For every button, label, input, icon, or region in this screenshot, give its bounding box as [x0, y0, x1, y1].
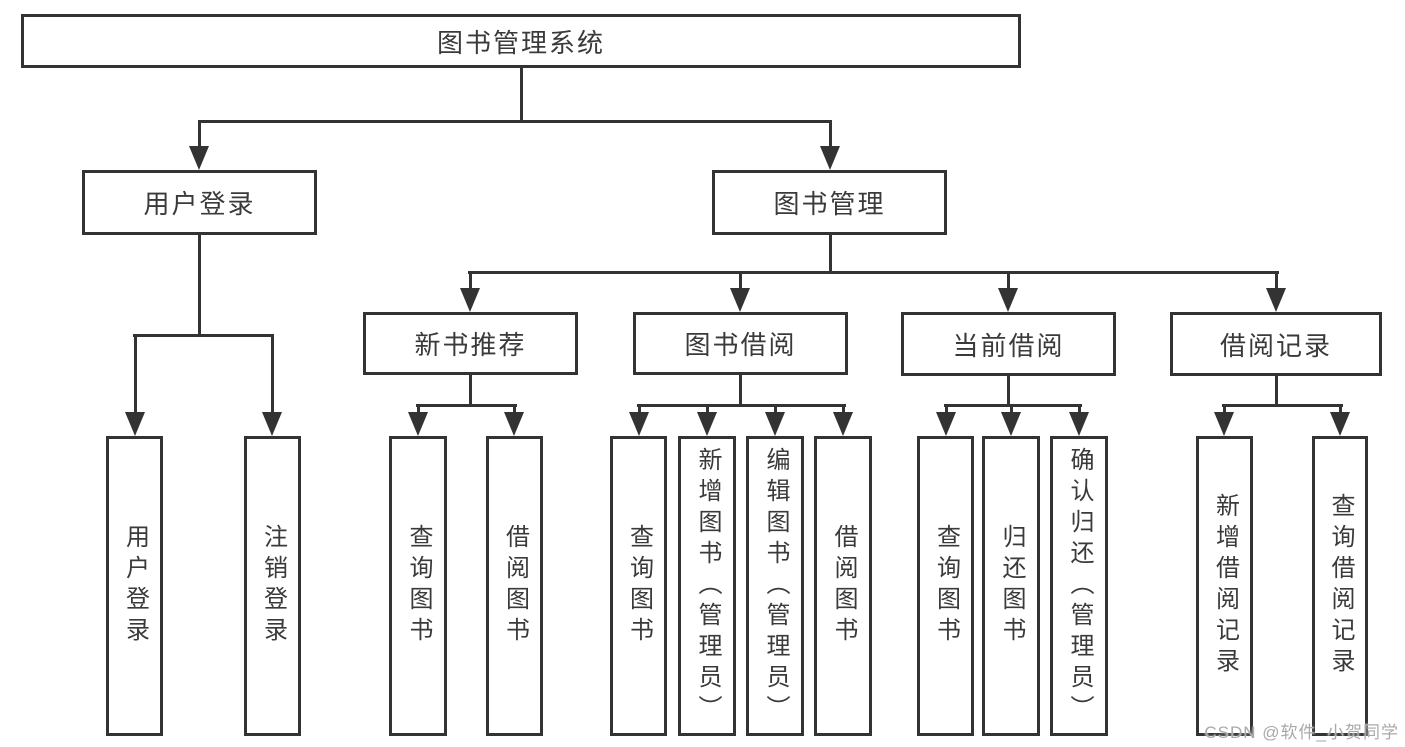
connector-vline — [469, 375, 472, 407]
leaf-borrow-book-borrowing-label: 借阅图书 — [830, 524, 857, 648]
node-new-book-recommend-label: 新书推荐 — [414, 330, 527, 360]
arrowhead-down-icon — [460, 288, 480, 312]
arrowhead-down-icon — [629, 412, 649, 436]
arrowhead-down-icon — [765, 412, 785, 436]
arrowhead-down-icon — [125, 412, 145, 436]
connector-vline — [706, 404, 709, 414]
node-root: 图书管理系统 — [21, 14, 1021, 68]
connector-hline — [133, 334, 274, 337]
node-root-label: 图书管理系统 — [436, 27, 605, 58]
arrowhead-down-icon — [936, 412, 956, 436]
node-book-management-label: 图书管理 — [773, 189, 886, 219]
connector-vline — [1007, 271, 1010, 288]
arrowhead-down-icon — [820, 146, 840, 170]
arrowhead-down-icon — [1266, 288, 1286, 312]
connector-vline — [134, 334, 137, 412]
connector-vline — [829, 120, 832, 146]
csdn-watermark: CSDN @软件_小贺同学 — [1204, 723, 1399, 742]
leaf-borrow-book-recommend-label: 借阅图书 — [501, 524, 529, 648]
arrowhead-down-icon — [730, 288, 750, 312]
leaf-add-book-admin-label: 新增图书（管理员） — [694, 446, 721, 726]
leaf-add-book-admin: 新增图书（管理员） — [678, 436, 736, 736]
connector-vline — [520, 68, 523, 123]
connector-vline — [1339, 404, 1342, 414]
leaf-borrow-book-recommend: 借阅图书 — [486, 436, 543, 736]
leaf-confirm-return-admin-label: 确认归还（管理员） — [1066, 446, 1093, 726]
leaf-query-book-recommend-label: 查询图书 — [405, 524, 432, 648]
connector-vline — [198, 120, 201, 146]
leaf-edit-book-admin-label: 编辑图书（管理员） — [762, 446, 789, 726]
connector-vline — [1223, 404, 1226, 414]
arrowhead-down-icon — [697, 412, 717, 436]
leaf-logout: 注销登录 — [244, 436, 301, 736]
leaf-query-borrow-record: 查询借阅记录 — [1312, 436, 1368, 736]
node-current-borrowing-label: 当前借阅 — [952, 330, 1065, 361]
node-user-login-label: 用户登录 — [143, 189, 256, 219]
leaf-query-book-borrowing-label: 查询图书 — [625, 524, 653, 648]
connector-vline — [829, 235, 832, 274]
connector-vline — [945, 404, 948, 414]
arrowhead-down-icon — [504, 412, 524, 436]
node-user-login: 用户登录 — [82, 170, 317, 235]
connector-hline — [637, 404, 846, 407]
leaf-borrow-book-borrowing: 借阅图书 — [814, 436, 872, 736]
arrowhead-down-icon — [408, 412, 428, 436]
connector-vline — [1275, 271, 1278, 288]
connector-vline — [469, 271, 472, 288]
connector-vline — [739, 271, 742, 288]
connector-vline — [1010, 404, 1013, 414]
leaf-query-book-current-label: 查询图书 — [932, 524, 960, 648]
connector-hline — [944, 404, 1082, 407]
arrowhead-down-icon — [189, 146, 209, 170]
connector-hline — [468, 271, 1279, 274]
leaf-query-book-recommend: 查询图书 — [389, 436, 447, 736]
leaf-return-book: 归还图书 — [982, 436, 1040, 736]
node-borrowing-records-label: 借阅记录 — [1219, 330, 1332, 361]
node-new-book-recommend: 新书推荐 — [363, 312, 578, 375]
connector-vline — [774, 404, 777, 414]
connector-vline — [198, 235, 201, 337]
node-book-borrowing: 图书借阅 — [633, 312, 848, 375]
connector-hline — [416, 404, 517, 407]
leaf-return-book-label: 归还图书 — [998, 524, 1025, 648]
leaf-user-login-label: 用户登录 — [121, 524, 149, 648]
connector-vline — [417, 404, 420, 414]
connector-hline — [1222, 404, 1343, 407]
connector-vline — [1007, 376, 1010, 407]
leaf-query-book-current: 查询图书 — [917, 436, 974, 736]
arrowhead-down-icon — [998, 288, 1018, 312]
node-book-management: 图书管理 — [712, 170, 947, 235]
leaf-add-borrow-record: 新增借阅记录 — [1196, 436, 1253, 736]
connector-hline — [198, 120, 832, 123]
connector-vline — [638, 404, 641, 414]
connector-vline — [271, 334, 274, 412]
connector-vline — [739, 375, 742, 407]
connector-vline — [1275, 376, 1278, 407]
arrowhead-down-icon — [262, 412, 282, 436]
leaf-query-book-borrowing: 查询图书 — [610, 436, 667, 736]
node-book-borrowing-label: 图书借阅 — [684, 330, 797, 360]
connector-vline — [842, 404, 845, 414]
arrowhead-down-icon — [1001, 412, 1021, 436]
connector-vline — [513, 404, 516, 414]
leaf-logout-label: 注销登录 — [259, 524, 287, 648]
node-current-borrowing: 当前借阅 — [901, 312, 1116, 376]
leaf-user-login: 用户登录 — [106, 436, 163, 736]
arrowhead-down-icon — [1214, 412, 1234, 436]
connector-vline — [1078, 404, 1081, 414]
arrowhead-down-icon — [1069, 412, 1089, 436]
arrowhead-down-icon — [833, 412, 853, 436]
arrowhead-down-icon — [1330, 412, 1350, 436]
leaf-confirm-return-admin: 确认归还（管理员） — [1050, 436, 1108, 736]
node-borrowing-records: 借阅记录 — [1170, 312, 1382, 376]
leaf-add-borrow-record-label: 新增借阅记录 — [1211, 493, 1239, 679]
leaf-query-borrow-record-label: 查询借阅记录 — [1327, 493, 1354, 679]
leaf-edit-book-admin: 编辑图书（管理员） — [746, 436, 804, 736]
